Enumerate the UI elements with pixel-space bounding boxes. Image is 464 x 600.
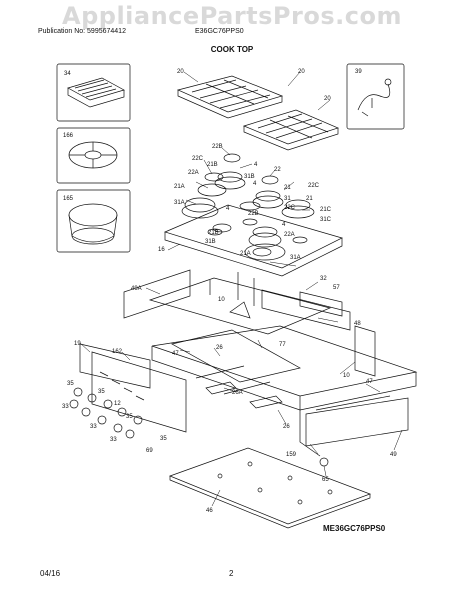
cooktop-panel (163, 204, 343, 277)
callout-20: 20 (177, 69, 184, 75)
callout-35: 35 (160, 436, 167, 442)
publication-number: Publication No: 5995674412 (38, 28, 126, 35)
watermark: AppliancePartsPros.com (62, 2, 402, 30)
callout-165: 165 (63, 196, 74, 202)
callout-31a: 31A (290, 255, 301, 261)
callout-57: 57 (333, 285, 340, 291)
callout-22b: 22B (212, 144, 223, 150)
callout-31b: 31B (244, 174, 255, 180)
callout-49a: 49A (131, 286, 142, 292)
callout-32: 32 (320, 276, 327, 282)
callout-166: 166 (63, 133, 74, 139)
callout-31b: 31B (205, 239, 216, 245)
callout-21: 21 (306, 196, 313, 202)
callout-10: 10 (218, 297, 225, 303)
control-panel (79, 343, 187, 433)
callout-4: 4 (226, 206, 230, 212)
box-griddle (56, 63, 131, 122)
callout-12: 12 (114, 401, 121, 407)
callout-162: 162 (112, 349, 123, 355)
control-knobs (69, 387, 143, 439)
callout-21a: 21A (174, 184, 185, 190)
callout-21b: 21B (207, 162, 218, 168)
box-power-cord (346, 63, 405, 130)
footer-page-number: 2 (229, 569, 234, 578)
callout-22a: 22A (284, 232, 295, 238)
callout-34: 34 (64, 71, 71, 77)
box-wok-ring-top (56, 127, 131, 184)
callout-31: 31 (284, 196, 291, 202)
chassis (123, 269, 418, 411)
callout-21a: 21A (240, 251, 251, 257)
callout-22: 22 (274, 167, 281, 173)
front-panel-right (299, 395, 409, 467)
callout-35: 35 (67, 381, 74, 387)
callout-47: 47 (366, 379, 373, 385)
model-number: E36GC76PPS0 (195, 28, 244, 35)
callout-20: 20 (298, 69, 305, 75)
callout-10: 10 (343, 373, 350, 379)
leader-lines (79, 71, 403, 507)
callout-21b: 21B (208, 230, 219, 236)
callout-65: 65 (322, 477, 329, 483)
callout-35: 35 (98, 389, 105, 395)
callout-19: 19 (74, 341, 81, 347)
callout-33: 33 (62, 404, 69, 410)
callout-26a: 26A (232, 390, 243, 396)
callout-21c: 21C (320, 207, 332, 213)
callout-20: 20 (324, 96, 331, 102)
callout-22a: 22A (188, 170, 199, 176)
callout-labels: 34 20 20 20 39 166 165 22B 22C 21B 4 22A… (62, 69, 397, 514)
callout-33: 33 (90, 424, 97, 430)
section-title: COOK TOP (210, 45, 254, 54)
callout-16: 16 (158, 247, 165, 253)
callout-47: 47 (172, 351, 179, 357)
burner-components (181, 153, 315, 261)
bottom-tray (169, 447, 372, 529)
callout-26: 26 (216, 345, 223, 351)
callout-31c: 31C (320, 217, 332, 223)
callout-77: 77 (279, 342, 286, 348)
callout-159: 159 (286, 452, 297, 458)
callout-35: 35 (126, 414, 133, 420)
footer-date: 04/16 (40, 569, 61, 578)
callout-33: 33 (110, 437, 117, 443)
callout-4: 4 (254, 162, 258, 168)
callout-4: 4 (282, 222, 286, 228)
callout-22c: 22C (192, 156, 204, 162)
callout-46: 46 (206, 508, 213, 514)
box-wok-ring (56, 189, 131, 253)
callout-22b: 22B (248, 211, 259, 217)
diagram-model-code: ME36GC76PPS0 (323, 524, 386, 533)
callout-22c: 22C (308, 183, 320, 189)
callout-31a: 31A (174, 200, 185, 206)
callout-39: 39 (355, 69, 362, 75)
callout-21: 21 (284, 185, 291, 191)
callout-26: 26 (283, 424, 290, 430)
burner-grates (176, 75, 339, 151)
callout-49: 49 (390, 452, 397, 458)
callout-22c: 22C (284, 205, 296, 211)
callout-4: 4 (253, 181, 257, 187)
callout-48: 48 (354, 321, 361, 327)
callout-69: 69 (146, 448, 153, 454)
